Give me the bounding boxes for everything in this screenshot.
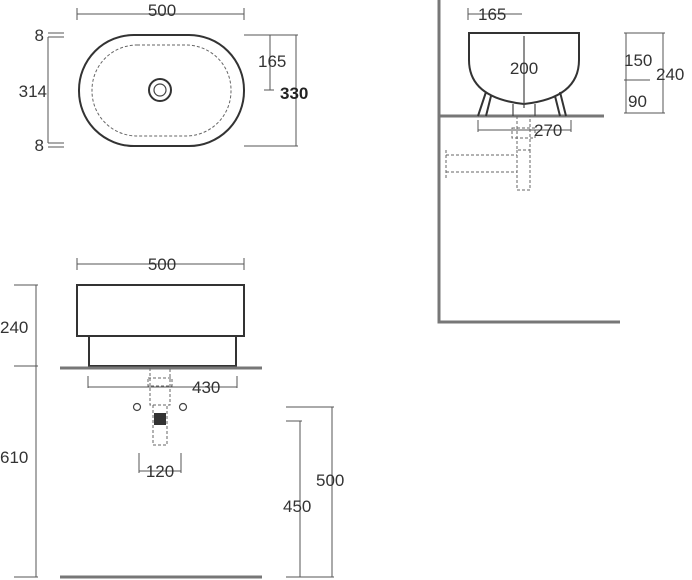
trap-pipe xyxy=(445,116,531,191)
rim-top-label: 8 xyxy=(35,26,44,45)
drain-outer-height-label: 500 xyxy=(316,471,344,490)
drain-outer-icon xyxy=(148,78,172,102)
drain-offset-label: 165 xyxy=(258,52,286,71)
side-drain-offset-label: 165 xyxy=(478,5,506,24)
front-view: 500 430 120 240 610 xyxy=(0,255,344,579)
counter-height-label: 610 xyxy=(0,448,28,467)
basin-inner-outline xyxy=(91,44,232,137)
bowl-width-label: 200 xyxy=(510,59,538,78)
drain-pipe xyxy=(149,368,171,446)
top-width-label: 500 xyxy=(148,1,176,20)
tap-right-icon xyxy=(178,402,188,412)
rim-bottom-label: 8 xyxy=(35,136,44,155)
total-height-label: 240 xyxy=(656,65,684,84)
wall-outline xyxy=(437,0,620,324)
front-width-label: 500 xyxy=(148,255,176,274)
basin-outer-outline xyxy=(78,34,245,147)
base-width-label: 270 xyxy=(534,121,562,140)
inner-depth-label: 314 xyxy=(19,82,47,101)
drain-inner-height-label: 450 xyxy=(283,497,311,516)
drain-inner-icon xyxy=(153,83,167,97)
front-base-width-label: 430 xyxy=(192,378,220,397)
basin-height-label: 240 xyxy=(0,318,28,337)
basin-front xyxy=(76,284,245,337)
top-view: 500 8 314 8 165 330 xyxy=(19,1,309,155)
basin-base xyxy=(88,335,237,367)
side-view: 165 200 270 150 240 90 xyxy=(437,0,684,324)
tap-spacing-label: 120 xyxy=(146,462,174,481)
total-depth-label: 330 xyxy=(280,84,308,103)
tap-left-icon xyxy=(132,402,142,412)
lower-height-label: 90 xyxy=(628,92,647,111)
drain-outlet-icon xyxy=(154,413,166,425)
upper-height-label: 150 xyxy=(624,51,652,70)
